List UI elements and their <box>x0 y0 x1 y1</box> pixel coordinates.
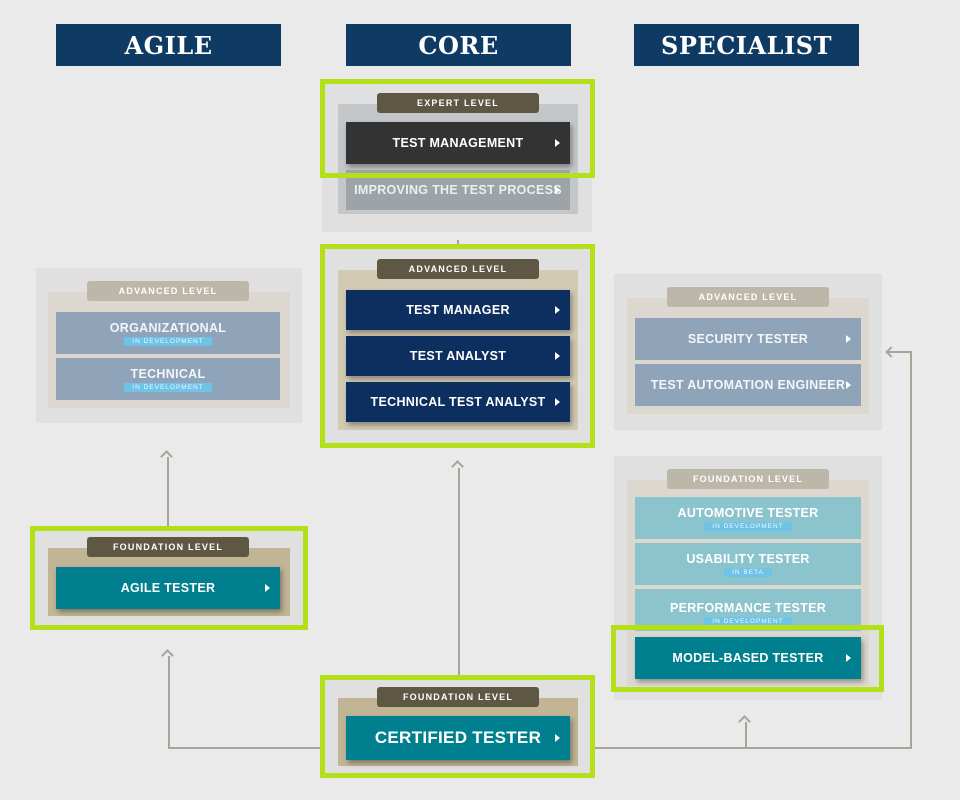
arrow-right-icon <box>846 335 851 343</box>
specialist-foundation-level-tag: FOUNDATION LEVEL <box>667 469 829 489</box>
agile-tester-button[interactable]: AGILE TESTER <box>56 567 280 609</box>
specialist-advanced-level-tag: ADVANCED LEVEL <box>667 287 829 307</box>
connector-specialist-advanced-horizontal <box>886 351 912 353</box>
agile-advanced-level-tag: ADVANCED LEVEL <box>87 281 249 301</box>
agile-foundation-level-tag: FOUNDATION LEVEL <box>87 537 249 557</box>
organizational-label: ORGANIZATIONAL <box>109 320 227 335</box>
arrow-right-icon <box>555 352 560 360</box>
technical-label: TECHNICAL <box>130 366 206 381</box>
in-development-badge: IN DEVELOPMENT <box>704 521 792 531</box>
connector-core-foundation-advanced <box>458 468 460 678</box>
technical-test-analyst-button[interactable]: TECHNICAL TEST ANALYST <box>346 382 570 422</box>
organizational-button[interactable]: ORGANIZATIONAL IN DEVELOPMENT <box>56 312 280 354</box>
test-manager-button[interactable]: TEST MANAGER <box>346 290 570 330</box>
test-automation-engineer-button[interactable]: TEST AUTOMATION ENGINEER <box>635 364 861 406</box>
core-expert-highlight <box>320 79 595 178</box>
arrow-up-icon <box>160 450 173 463</box>
column-header-agile: AGILE <box>56 24 281 66</box>
model-based-tester-highlight <box>611 625 884 692</box>
in-beta-badge: IN BETA <box>724 567 772 577</box>
core-foundation-level-tag: FOUNDATION LEVEL <box>377 687 539 707</box>
arrow-right-icon <box>555 186 560 194</box>
arrow-up-icon <box>738 715 751 728</box>
column-header-specialist: SPECIALIST <box>634 24 859 66</box>
arrow-up-icon <box>451 460 464 473</box>
core-expert-level-tag: EXPERT LEVEL <box>377 93 539 113</box>
arrow-right-icon <box>846 654 851 662</box>
arrow-right-icon <box>555 398 560 406</box>
in-development-badge: IN DEVELOPMENT <box>704 617 792 626</box>
arrow-right-icon <box>555 139 560 147</box>
technical-button[interactable]: TECHNICAL IN DEVELOPMENT <box>56 358 280 400</box>
core-advanced-highlight <box>320 244 595 448</box>
security-tester-label: SECURITY TESTER <box>687 332 809 346</box>
connector-core-to-agile-horizontal <box>168 747 322 749</box>
connector-agile-foundation-advanced <box>167 457 169 527</box>
performance-tester-button[interactable]: PERFORMANCE TESTER IN DEVELOPMENT <box>635 589 861 631</box>
usability-tester-label: USABILITY TESTER <box>686 551 810 566</box>
automotive-tester-button[interactable]: AUTOMOTIVE TESTER IN DEVELOPMENT <box>635 497 861 539</box>
arrow-right-icon <box>555 734 560 742</box>
certified-tester-label: CERTIFIED TESTER <box>374 728 542 747</box>
automotive-tester-label: AUTOMOTIVE TESTER <box>677 505 819 520</box>
arrow-right-icon <box>265 584 270 592</box>
arrow-up-icon <box>161 649 174 662</box>
technical-test-analyst-label: TECHNICAL TEST ANALYST <box>370 395 546 409</box>
connector-core-to-agile-vertical <box>168 656 170 749</box>
certified-tester-button[interactable]: CERTIFIED TESTER <box>346 716 570 760</box>
agile-tester-label: AGILE TESTER <box>120 581 216 595</box>
connector-core-to-specialist-horizontal <box>594 747 912 749</box>
security-tester-button[interactable]: SECURITY TESTER <box>635 318 861 360</box>
arrow-right-icon <box>555 306 560 314</box>
performance-tester-label: PERFORMANCE TESTER <box>669 601 827 615</box>
connector-specialist-advanced-vertical <box>910 351 912 749</box>
test-analyst-label: TEST ANALYST <box>409 349 507 363</box>
test-manager-label: TEST MANAGER <box>406 303 510 317</box>
test-analyst-button[interactable]: TEST ANALYST <box>346 336 570 376</box>
column-header-core: CORE <box>346 24 571 66</box>
core-advanced-level-tag: ADVANCED LEVEL <box>377 259 539 279</box>
model-based-tester-label: MODEL-BASED TESTER <box>672 651 824 665</box>
agile-foundation-highlight <box>30 526 308 630</box>
arrow-left-icon <box>885 346 897 358</box>
model-based-tester-button[interactable]: MODEL-BASED TESTER <box>635 637 861 679</box>
in-development-badge: IN DEVELOPMENT <box>124 382 212 392</box>
connector-specialist-foundation-vertical <box>745 722 747 748</box>
core-foundation-highlight <box>320 675 595 778</box>
usability-tester-button[interactable]: USABILITY TESTER IN BETA <box>635 543 861 585</box>
test-management-button[interactable]: TEST MANAGEMENT <box>346 122 570 164</box>
improving-test-process-label: IMPROVING THE TEST PROCESS <box>354 183 562 197</box>
arrow-right-icon <box>846 381 851 389</box>
test-automation-engineer-label: TEST AUTOMATION ENGINEER <box>650 378 846 392</box>
test-management-label: TEST MANAGEMENT <box>392 136 524 150</box>
in-development-badge: IN DEVELOPMENT <box>124 336 212 346</box>
